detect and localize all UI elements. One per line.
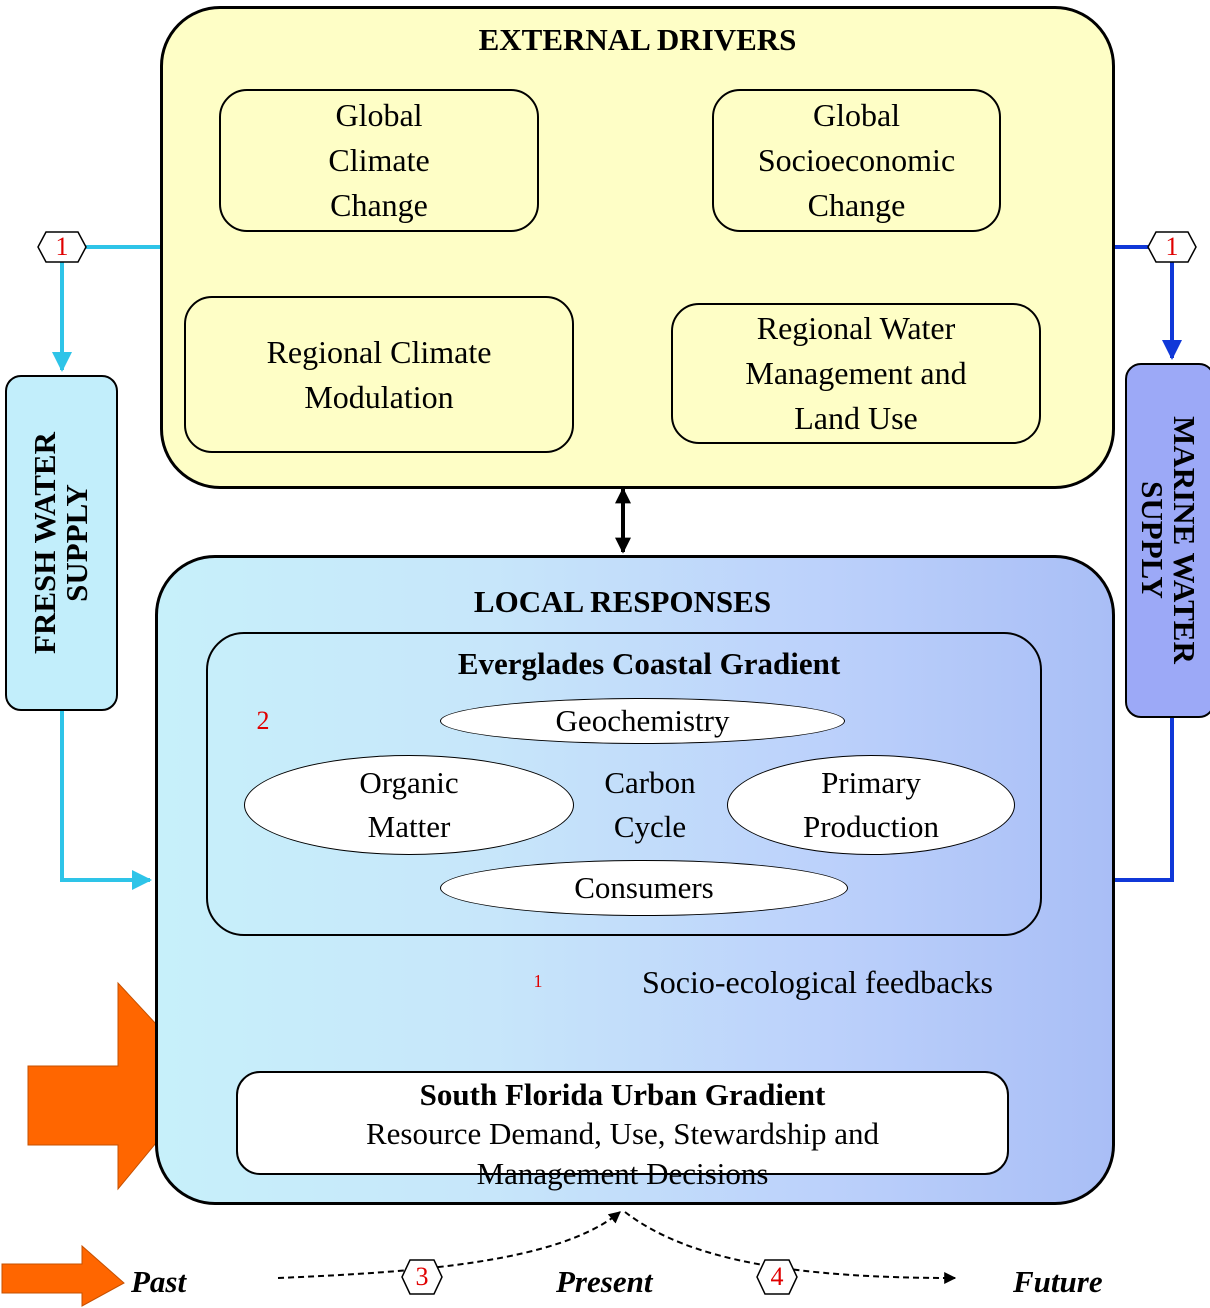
fresh-water-supply-label: FRESH WATER SUPPLY xyxy=(27,432,94,654)
marker-1-left: 1 xyxy=(55,232,69,261)
geochemistry-label: Geochemistry xyxy=(555,703,730,738)
primary-production-line-1: Primary xyxy=(821,765,921,800)
regional-climate-line-1: Regional Climate xyxy=(266,333,492,370)
global-climate-line-2: Climate xyxy=(328,142,430,178)
consumers-label: Consumers xyxy=(574,870,714,905)
hex-marker-1-left xyxy=(37,231,87,263)
timeline-past-present xyxy=(277,1211,621,1279)
external-drivers-title: EXTERNAL DRIVERS xyxy=(478,22,797,57)
fresh-water-supply-box xyxy=(5,375,118,711)
timeline-present-future xyxy=(624,1211,957,1284)
marker-2: 2 xyxy=(256,706,270,735)
organic-matter-line-1: Organic xyxy=(359,765,459,800)
timeline-present-label: Present xyxy=(556,1264,653,1299)
marker-4: 4 xyxy=(770,1262,784,1291)
marker-3: 3 xyxy=(415,1262,429,1291)
hex-marker-1-right xyxy=(1147,231,1197,263)
global-socio-line-3: Change xyxy=(807,187,906,223)
carbon-cycle-line-1: Carbon xyxy=(604,765,696,800)
regional-water-line-1: Regional Water xyxy=(756,310,956,346)
timeline-past-label: Past xyxy=(131,1264,187,1299)
fresh-water-line-2: SUPPLY xyxy=(59,484,94,602)
everglades-title: Everglades Coastal Gradient xyxy=(457,646,841,681)
geochemistry-ellipse: Geochemistry xyxy=(440,698,845,744)
consumers-ellipse: Consumers xyxy=(440,860,848,916)
socio-ecological-feedbacks-label: Socio-ecological feedbacks xyxy=(642,964,993,1000)
global-climate-line-1: Global xyxy=(335,97,423,133)
marine-water-line-1: MARINE WATER xyxy=(1167,416,1202,664)
regional-water-line-3: Land Use xyxy=(794,400,918,436)
south-florida-urban-gradient-box xyxy=(236,1071,1009,1175)
organic-matter-line-2: Matter xyxy=(367,809,451,844)
marker-1-center: 1 xyxy=(533,970,543,991)
marine-water-supply-box xyxy=(1125,363,1210,718)
regional-water-line-2: Management and xyxy=(745,355,967,391)
hex-marker-4 xyxy=(756,1259,798,1295)
urban-body-line-1: Resource Demand, Use, Stewardship and xyxy=(365,1116,880,1151)
primary-production-line-2: Production xyxy=(802,809,940,844)
urban-gradient-body: Resource Demand, Use, Stewardship and Ma… xyxy=(236,1114,1009,1194)
marker-1-right: 1 xyxy=(1165,232,1179,261)
marine-water-line-2: SUPPLY xyxy=(1135,481,1170,599)
global-socio-line-1: Global xyxy=(812,97,901,133)
urban-body-line-2: Management Decisions xyxy=(476,1156,769,1191)
hex-marker-3 xyxy=(401,1259,443,1295)
fresh-water-line-1: FRESH WATER xyxy=(27,432,62,654)
orange-arrow-small xyxy=(1,1244,125,1307)
carbon-cycle-line-2: Cycle xyxy=(613,809,687,844)
fresh-water-connector xyxy=(52,245,160,890)
marine-water-supply-label: MARINE WATER SUPPLY xyxy=(1135,416,1202,664)
global-socio-line-2: Socioeconomic xyxy=(757,142,956,178)
timeline-future-label: Future xyxy=(1013,1264,1103,1299)
everglades-coastal-gradient-box xyxy=(206,632,1042,936)
regional-climate-line-2: Modulation xyxy=(304,378,454,415)
urban-gradient-title: South Florida Urban Gradient xyxy=(419,1077,826,1112)
local-responses-title: LOCAL RESPONSES xyxy=(473,584,772,619)
global-climate-line-3: Change xyxy=(330,187,428,223)
